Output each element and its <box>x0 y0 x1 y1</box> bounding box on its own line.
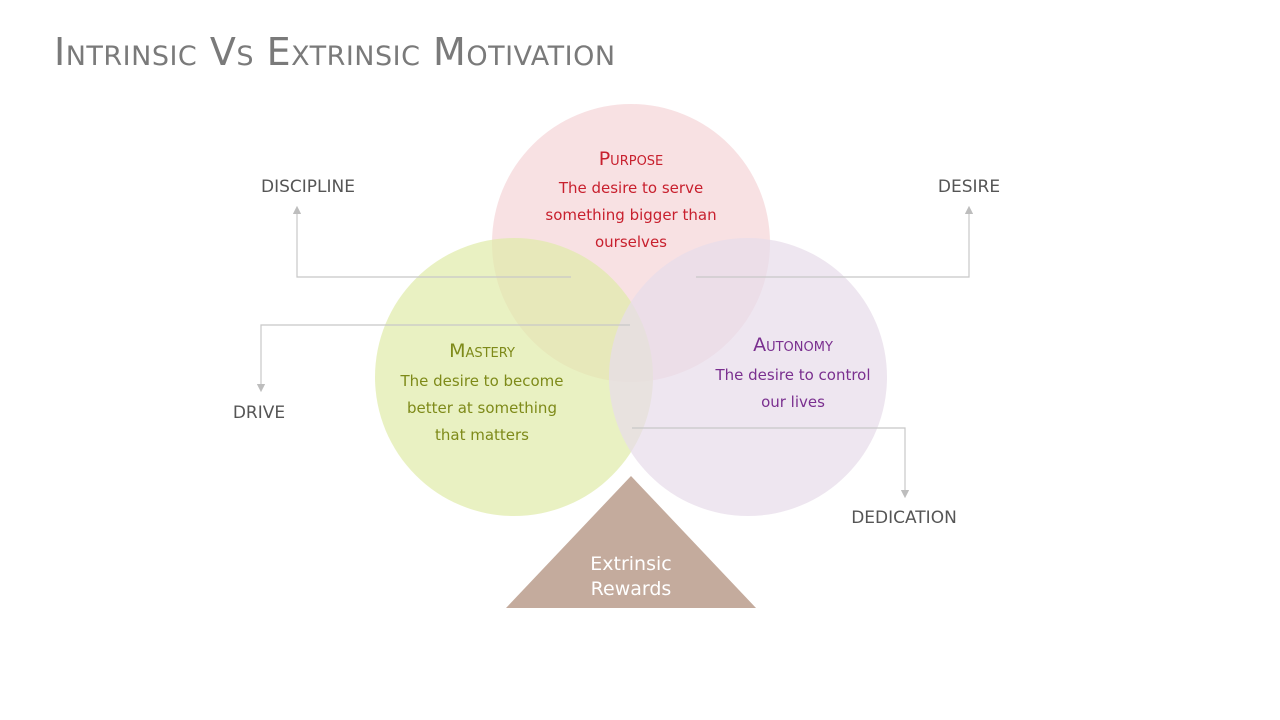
mastery-circle <box>375 238 653 516</box>
page-title: Intrinsic Vs Extrinsic Motivation <box>54 30 616 74</box>
dedication-label: DEDICATION <box>851 508 957 528</box>
mastery-desc-line: better at something <box>407 399 557 417</box>
autonomy-desc-line: The desire to control <box>714 366 870 384</box>
drive-label: DRIVE <box>233 403 285 423</box>
purpose-desc-line: ourselves <box>595 233 667 251</box>
mastery-title: Mastery <box>449 340 515 362</box>
triangle-label-line: Rewards <box>591 578 672 600</box>
drive-connector <box>256 324 630 393</box>
triangle-label-line: Extrinsic <box>590 553 671 575</box>
autonomy-circle <box>609 238 887 516</box>
purpose-desc-line: something bigger than <box>545 206 716 224</box>
extrinsic-rewards-triangle <box>506 476 756 608</box>
purpose-desc-line: The desire to serve <box>558 179 703 197</box>
mastery-desc-line: that matters <box>435 426 529 444</box>
desire-connector <box>696 205 974 278</box>
mastery-desc-line: The desire to become <box>399 372 563 390</box>
discipline-label: DISCIPLINE <box>261 177 355 197</box>
title-text: Intrinsic Vs Extrinsic Motivation <box>54 30 616 74</box>
purpose-title: Purpose <box>599 148 664 170</box>
discipline-connector <box>292 205 571 278</box>
autonomy-desc-line: our lives <box>761 393 825 411</box>
autonomy-title: Autonomy <box>753 334 833 356</box>
dedication-connector <box>632 427 910 499</box>
desire-label: DESIRE <box>938 177 1000 197</box>
